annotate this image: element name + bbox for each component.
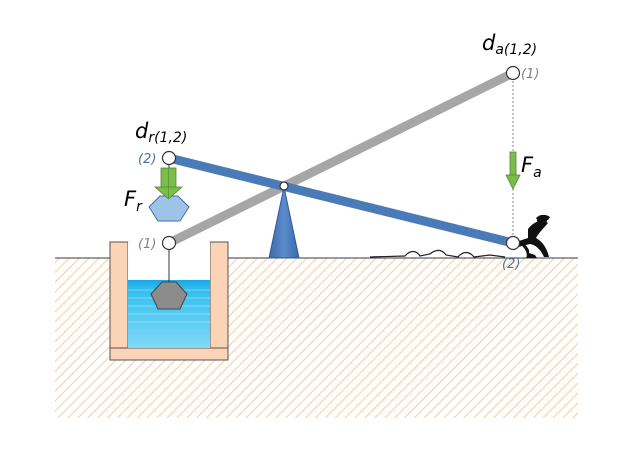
worker-figure xyxy=(516,214,550,258)
load-point-position-2 xyxy=(161,150,177,166)
label-da: da(1,2) xyxy=(482,31,537,58)
effort-point-position-2 xyxy=(505,235,521,251)
force-arrow-fa xyxy=(505,151,521,190)
label-fr: Fr xyxy=(124,187,143,215)
lever-position-1 xyxy=(164,68,518,248)
label-position-2-effort: (2) xyxy=(502,257,520,272)
ground-debris xyxy=(369,249,506,258)
fulcrum xyxy=(268,186,300,259)
water-basin xyxy=(109,241,229,361)
load-weight-down xyxy=(150,281,188,310)
label-position-2-load: (2) xyxy=(138,152,156,167)
load-weight-up xyxy=(148,195,190,222)
load-point-position-1 xyxy=(161,235,177,251)
label-position-1-effort: (1) xyxy=(521,67,539,82)
label-dr: dr(1,2) xyxy=(135,119,187,146)
lever-position-2 xyxy=(164,153,518,248)
pivot-point xyxy=(279,181,289,191)
effort-point-position-1 xyxy=(505,65,521,81)
label-position-1-load: (1) xyxy=(138,237,156,252)
force-arrow-fr xyxy=(153,167,184,200)
label-fa: Fa xyxy=(521,153,542,181)
